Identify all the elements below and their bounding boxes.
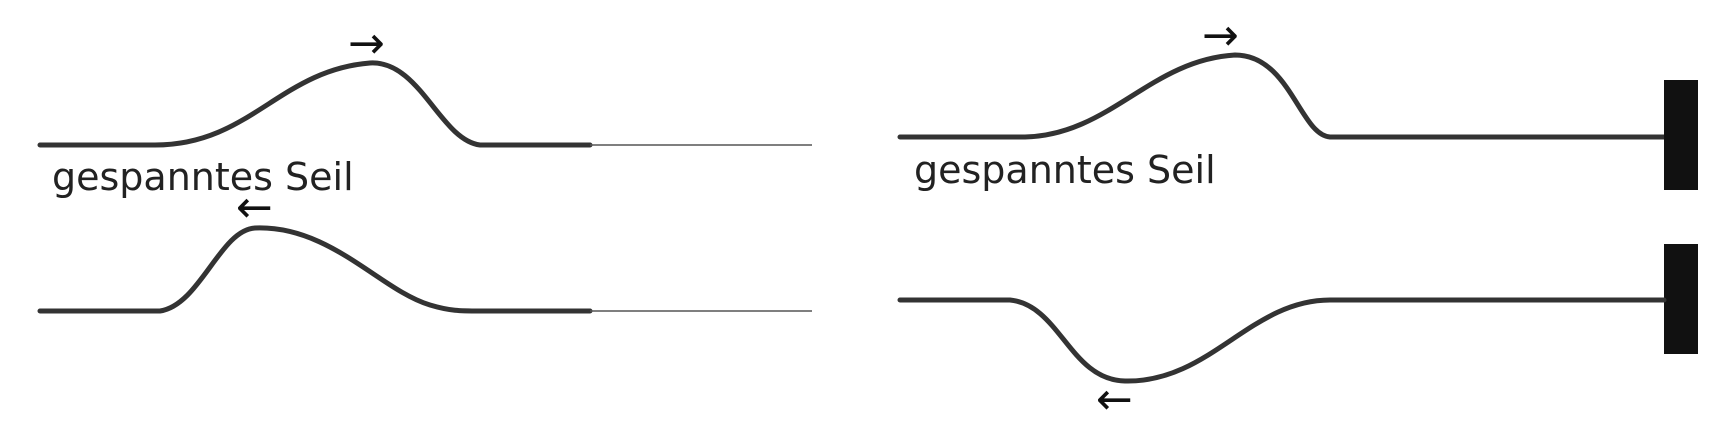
right-panel: → gespanntes Seil ←	[897, 10, 1698, 425]
fixed-wall-bottom	[1664, 244, 1698, 354]
right-arrow-icon: →	[1202, 10, 1239, 61]
left-arrow-icon: ←	[1096, 374, 1133, 425]
left-rope-label: gespanntes Seil	[52, 155, 354, 199]
right-reflected-pulse	[897, 297, 1667, 384]
right-incoming-pulse	[897, 52, 1667, 140]
right-arrow-icon: →	[348, 18, 385, 69]
right-rope-label: gespanntes Seil	[914, 148, 1216, 192]
left-panel: → gespanntes Seil ←	[37, 18, 812, 314]
fixed-wall-top	[1664, 80, 1698, 190]
left-arrow-icon: ←	[236, 182, 273, 233]
left-incoming-pulse	[37, 60, 593, 148]
left-reflected-pulse	[37, 225, 593, 314]
